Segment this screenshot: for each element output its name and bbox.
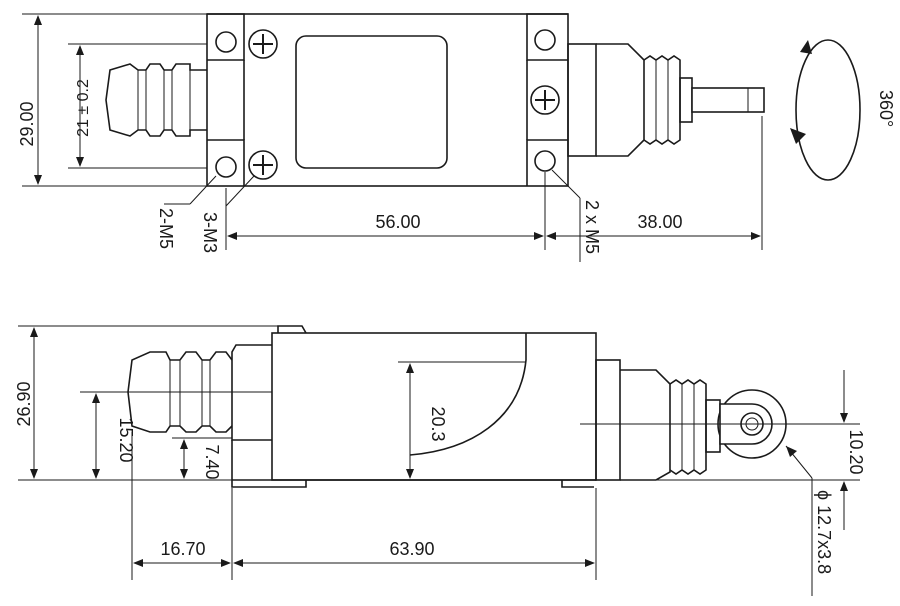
top-window xyxy=(295,35,448,169)
rotation-label: 360° xyxy=(876,90,896,127)
left-boot xyxy=(105,63,207,137)
dim-side-body: 20.3 xyxy=(428,406,448,441)
dim-height-total: 29.00 xyxy=(17,101,37,146)
screw-icon xyxy=(530,85,560,115)
dim-side-height: 26.90 xyxy=(14,381,34,426)
dim-side-boot: 15.20 xyxy=(116,417,136,462)
screw-icon xyxy=(248,29,278,59)
hole-icon xyxy=(534,150,556,172)
body-curve xyxy=(409,333,527,456)
dim-boot-height: 21 ± 0.2 xyxy=(75,79,92,137)
right-shaft xyxy=(567,43,765,157)
side-right-plunger xyxy=(595,359,787,481)
top-body xyxy=(206,13,569,187)
mount-hole-label: 2-M5 xyxy=(156,208,176,249)
screw-label: 3-M3 xyxy=(200,212,220,253)
hole-icon xyxy=(215,31,237,53)
side-view: 26.90 15.20 7.40 20.3 16.70 63.90 10.20 … xyxy=(14,325,866,596)
dim-span-56: 56.00 xyxy=(375,212,420,232)
dim-roller-offset: 10.20 xyxy=(846,429,866,474)
screw-icon xyxy=(248,150,278,180)
rotation-indicator xyxy=(790,39,861,181)
dim-roller-size: ϕ 12.7x3.8 xyxy=(814,490,834,574)
hole-icon xyxy=(534,29,556,51)
top-view: 360° 29.00 21 ± 0.2 2-M5 3-M3 56.00 38.0… xyxy=(17,13,896,262)
hole-icon xyxy=(215,156,237,178)
dim-side-span-63: 63.90 xyxy=(389,539,434,559)
dim-span-38: 38.00 xyxy=(637,212,682,232)
dim-side-span-16: 16.70 xyxy=(160,539,205,559)
side-hole-label: 2 x M5 xyxy=(582,200,602,254)
dim-side-offset: 7.40 xyxy=(202,444,222,479)
left-flange xyxy=(207,13,245,186)
